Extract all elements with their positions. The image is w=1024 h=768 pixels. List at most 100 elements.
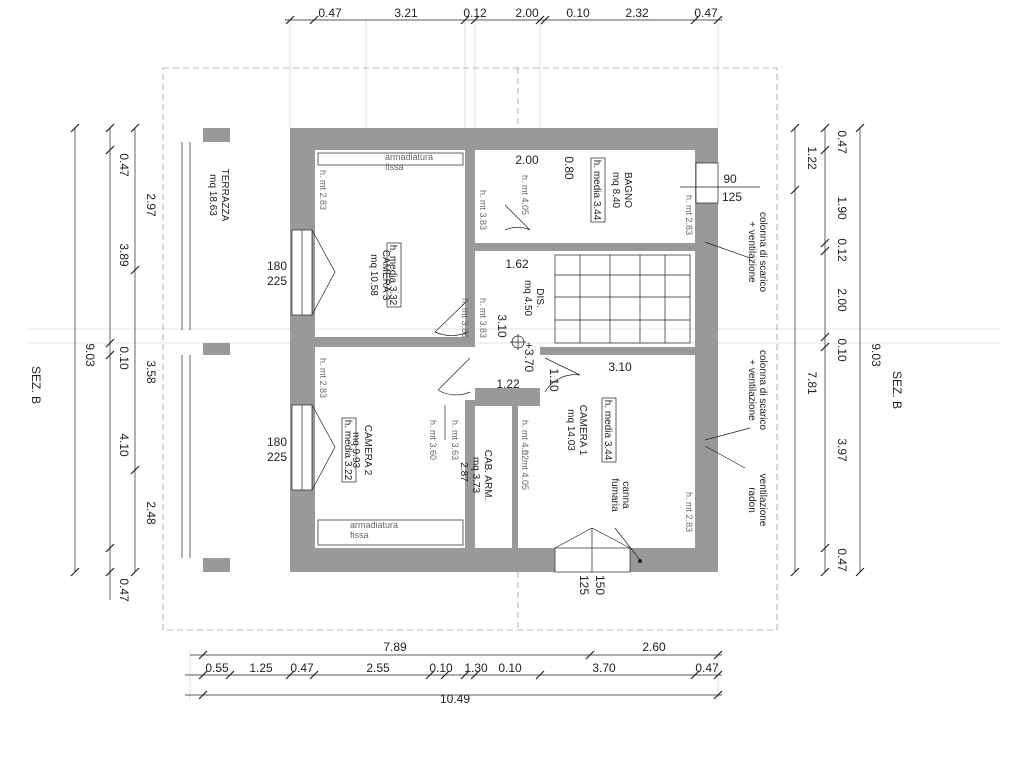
dimension-tick	[460, 670, 470, 680]
annotations: colonna di scarico + ventilazione colonn…	[350, 152, 768, 540]
svg-text:h. mt 2.83: h. mt 2.83	[684, 195, 694, 235]
left-dimensions: 0.47 3.89 0.10 4.10 0.47 2.97 3.58 2.48 …	[29, 153, 158, 602]
note-radon-line1: ventilazione	[757, 474, 768, 527]
dim-top-6: 2.32	[625, 6, 649, 20]
dim-right-4: 2.00	[835, 288, 849, 312]
dimension-tick	[225, 670, 235, 680]
svg-text:h. mt 3.63: h. mt 3.63	[450, 420, 460, 460]
note-armadiatura-1-line1: armadiatura	[385, 152, 433, 162]
dim-dis-h: 3.10	[495, 314, 509, 338]
dimension-tick	[535, 15, 545, 25]
level-value: +3.70	[522, 342, 536, 373]
window-sizes: 90 125 180 225 180 225 150 125	[267, 172, 742, 595]
note-armadiatura-2: armadiatura fissa	[350, 520, 398, 540]
dimension-tick	[585, 650, 595, 660]
dim-bottom-total-2: 2.60	[642, 640, 666, 654]
dim-top-7: 0.47	[694, 6, 718, 20]
dimension-tick	[535, 670, 545, 680]
right-dimensions: 1.22 7.81 0.47 1.90 0.12 2.00 0.10 3.97 …	[805, 130, 904, 572]
dimension-tick	[309, 670, 319, 680]
dimension-tick	[285, 15, 295, 25]
dimension-tick	[820, 238, 830, 248]
dimension-tick	[820, 145, 830, 155]
dimension-tick	[713, 15, 723, 25]
dim-right-2: 1.90	[835, 196, 849, 220]
dimension-tick	[820, 342, 830, 352]
svg-text:180: 180	[267, 259, 287, 273]
interior-walls	[315, 150, 695, 548]
svg-text:CAB. ARM.: CAB. ARM.	[482, 450, 493, 501]
svg-text:mq 4.50: mq 4.50	[522, 280, 533, 317]
svg-text:225: 225	[267, 274, 287, 288]
note-armadiatura-1: armadiatura fissa	[385, 152, 433, 172]
svg-text:mq 14.03: mq 14.03	[565, 409, 576, 451]
dimension-tick	[440, 670, 450, 680]
dim-dis-w: 1.62	[505, 257, 529, 271]
svg-text:h. mt 2.83: h. mt 2.83	[318, 358, 328, 398]
svg-text:TERRAZZA: TERRAZZA	[219, 169, 230, 222]
svg-text:90: 90	[723, 172, 737, 186]
dimension-tick	[198, 650, 208, 660]
dimension-tick	[105, 338, 115, 348]
svg-text:h. media 3.22: h. media 3.22	[342, 420, 353, 481]
note-canna-line1: canna	[620, 481, 631, 509]
room-camera1: CAMERA 1 mq 14.03 h. media 3.44	[565, 397, 617, 463]
dimension-tick	[713, 670, 723, 680]
dimension-tick	[309, 15, 319, 25]
svg-text:125: 125	[577, 575, 591, 595]
dimension-tick	[713, 690, 723, 700]
dim-right-5: 0.10	[835, 338, 849, 362]
dim-left-3: 0.10	[117, 346, 131, 370]
dim-bottom-7: 0.10	[498, 661, 522, 675]
svg-text:mq 18.63: mq 18.63	[207, 174, 218, 216]
dim-right-6: 3.97	[835, 438, 849, 462]
dim-bottom-4: 2.55	[366, 661, 390, 675]
room-camera2: CAMERA 2 mq 9.93 h. media 3.22	[341, 417, 373, 483]
dimension-tick	[105, 145, 115, 155]
svg-text:mq 9.93: mq 9.93	[350, 432, 361, 469]
dim-bottom-8: 3.70	[592, 661, 616, 675]
note-scarico-1-line1: colonna di scarico	[757, 212, 768, 292]
room-cab-arm: CAB. ARM. mq 3.73 2.87	[458, 450, 493, 501]
dimension-tick	[690, 15, 700, 25]
svg-text:CAMERA 2: CAMERA 2	[362, 425, 373, 476]
dim-top-3: 0.12	[463, 6, 487, 20]
room-camera3: CAMERA 3 mq 10.58 h. media 3.32	[368, 242, 402, 308]
dim-bottom-6: 1.30	[464, 661, 488, 675]
dimension-tick	[690, 670, 700, 680]
dimension-tick	[820, 543, 830, 553]
outer-boundary	[162, 67, 778, 631]
dim-left-inner-1: 2.97	[144, 193, 158, 217]
doors	[434, 204, 581, 440]
dim-right-total: 9.03	[869, 343, 883, 367]
dimension-lines	[74, 19, 861, 696]
dimension-tick	[70, 123, 80, 133]
dimension-tick	[198, 690, 208, 700]
dimension-tick	[820, 567, 830, 577]
svg-text:h. mt 4.02: h. mt 4.02	[520, 420, 530, 460]
svg-text:h. mt 2.83: h. mt 2.83	[684, 492, 694, 532]
leader-lines	[614, 241, 751, 561]
note-canna: canna fumaria	[609, 478, 631, 512]
dimension-tick	[540, 15, 550, 25]
room-dimensions: 2.00 0.80 1.62 3.10 1.22 3.10 1.10 +3.70	[495, 153, 632, 392]
dimension-tick	[105, 350, 115, 360]
svg-text:2.87: 2.87	[458, 462, 469, 482]
dimension-tick	[105, 543, 115, 553]
svg-text:180: 180	[267, 435, 287, 449]
dim-left-2: 3.89	[117, 243, 131, 267]
svg-text:125: 125	[722, 190, 742, 204]
dim-c1-h: 1.10	[547, 368, 561, 392]
dimension-ticks	[70, 15, 865, 700]
svg-text:h. mt 3.83: h. mt 3.83	[478, 190, 488, 230]
dimension-tick	[130, 123, 140, 133]
room-terrazza: TERRAZZA mq 18.63	[207, 169, 230, 222]
level-marker	[510, 334, 526, 350]
dim-left-4: 4.10	[117, 433, 131, 457]
note-armadiatura-2-line2: fissa	[350, 530, 369, 540]
svg-text:h. mt 3.60: h. mt 3.60	[428, 420, 438, 460]
svg-text:h. mt 4.05: h. mt 4.05	[520, 450, 530, 490]
svg-text:h. mt 2.83: h. mt 2.83	[318, 170, 328, 210]
note-armadiatura-1-line2: fissa	[385, 162, 404, 172]
dim-bagno-w: 2.00	[515, 153, 539, 167]
